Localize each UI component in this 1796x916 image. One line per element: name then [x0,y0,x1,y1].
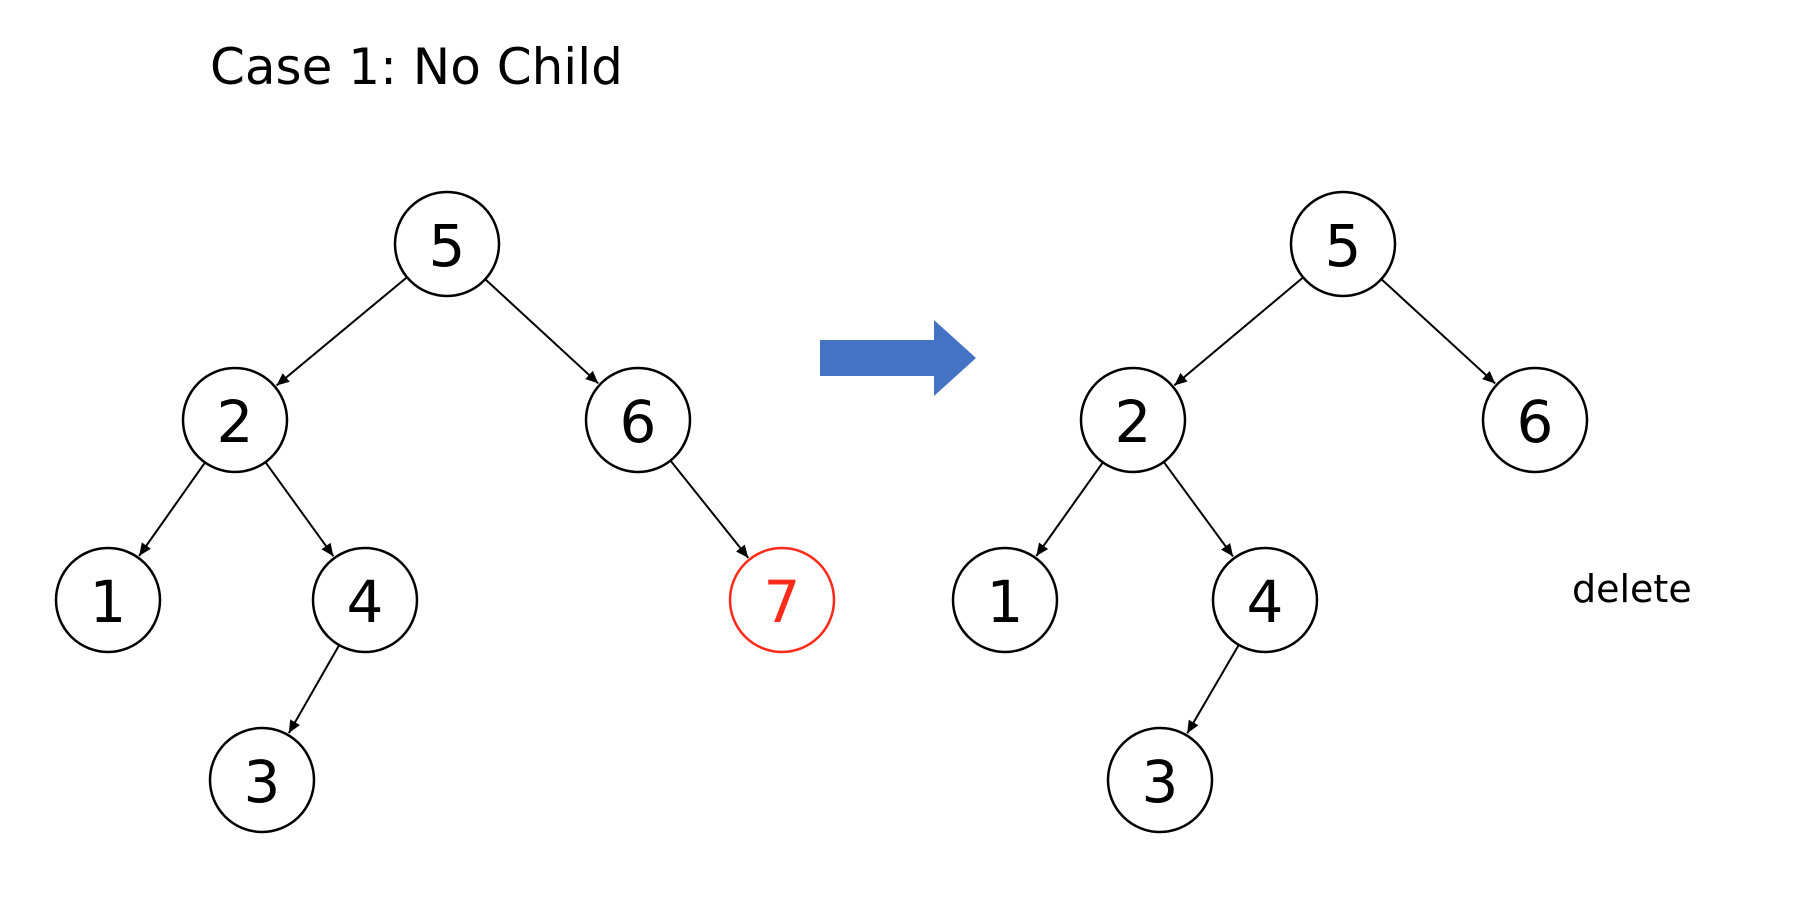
tree-node-5: 5 [1289,190,1397,298]
tree-node-5: 5 [393,190,501,298]
tree-node-3: 3 [208,726,316,834]
node-label: 2 [217,388,254,456]
tree-before-deletion: 5 2 6 1 4 7 3 [54,190,836,834]
edge-5-to-6 [1380,278,1496,385]
tree-node-3: 3 [1106,726,1214,834]
tree-node-1: 1 [54,546,162,654]
edge-4-to-3 [287,644,341,734]
edge-4-to-3 [1186,644,1240,734]
edge-2-to-1 [1035,461,1104,557]
diagram-title: Case 1: No Child [210,38,623,96]
edge-5-to-2 [275,276,408,387]
node-label: 4 [347,568,384,636]
tree-node-6: 6 [1481,366,1589,474]
edge-2-to-4 [264,461,335,557]
node-label: 7 [764,568,801,636]
node-label: 4 [1247,568,1284,636]
node-circle [1289,190,1397,298]
right-arrow-icon [820,320,976,396]
tree-node-2: 2 [1079,366,1187,474]
tree-node-6: 6 [584,366,692,474]
tree-node-1: 1 [951,546,1059,654]
node-label: 1 [987,568,1024,636]
node-circle [311,546,419,654]
tree-node-4: 4 [311,546,419,654]
node-label: 3 [244,748,281,816]
tree-node-2: 2 [181,366,289,474]
edge-2-to-1 [138,461,206,557]
node-circle [54,546,162,654]
edge-2-to-4 [1162,461,1234,558]
node-label: 3 [1142,748,1179,816]
node-label: 5 [429,212,466,280]
node-label: 5 [1325,212,1362,280]
node-circle [1079,366,1187,474]
node-circle [584,366,692,474]
node-circle [728,546,836,654]
node-label: 1 [90,568,127,636]
node-circle [1106,726,1214,834]
node-circle [208,726,316,834]
node-label: 6 [1517,388,1554,456]
edge-5-to-6 [484,278,599,385]
node-circle [951,546,1059,654]
tree-after-deletion: 5 2 6 1 4 3 [951,190,1589,834]
node-circle [181,366,289,474]
delete-label: delete [1572,567,1692,611]
node-label: 2 [1115,388,1152,456]
edge-6-to-7 [669,459,750,559]
node-circle [1211,546,1319,654]
edge-5-to-2 [1173,276,1304,387]
tree-node-4: 4 [1211,546,1319,654]
tree-node-7: 7 [728,546,836,654]
node-label: 6 [620,388,657,456]
node-circle [393,190,501,298]
node-circle [1481,366,1589,474]
